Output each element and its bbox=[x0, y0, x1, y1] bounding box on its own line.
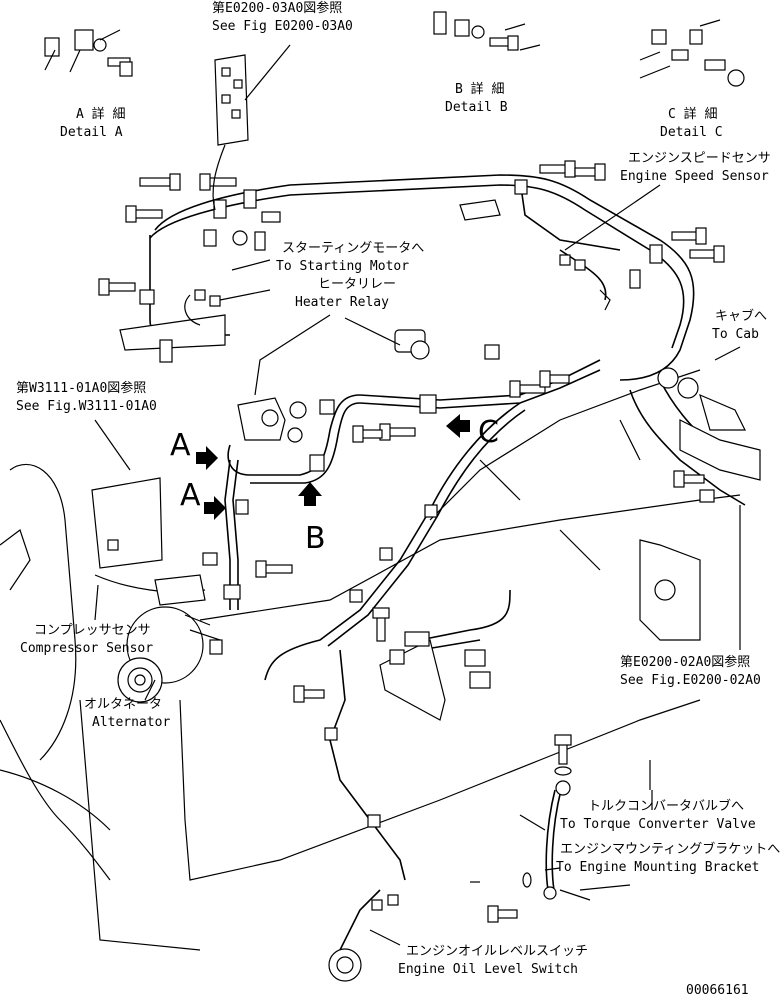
see-e0200-03a0-en-label: See Fig E0200-03A0 bbox=[212, 19, 353, 34]
harness-clamps bbox=[139, 179, 715, 828]
diagram-labels: A 詳 細 Detail A 第E0200-03A0図参照 See Fig E0… bbox=[16, 0, 780, 998]
view-letter-a1: A bbox=[170, 428, 191, 463]
view-letter-b: B bbox=[305, 521, 326, 556]
bolts bbox=[98, 160, 725, 923]
to-cab-en-label: To Cab bbox=[712, 327, 759, 342]
bolt-icon bbox=[199, 173, 237, 191]
bolt-icon bbox=[125, 205, 163, 223]
bolt-icon bbox=[487, 905, 518, 923]
view-letter-c: C bbox=[478, 415, 499, 450]
bolt-icon bbox=[293, 685, 325, 703]
view-arrows bbox=[196, 414, 470, 520]
see-e0200-02a0-jp-label: 第E0200-02A0図参照 bbox=[620, 654, 750, 670]
engine-mounting-jp-label: エンジンマウンティングブラケットへ bbox=[560, 841, 780, 857]
detail-a-assembly bbox=[44, 29, 133, 77]
see-w3111-en-label: See Fig.W3111-01A0 bbox=[16, 399, 157, 414]
view-arrow-a1 bbox=[196, 446, 218, 470]
compressor-sensor-jp-label: コンプレッサセンサ bbox=[34, 623, 151, 638]
bolt-icon bbox=[689, 245, 725, 263]
leader-lines bbox=[94, 44, 741, 946]
alternator-jp-label: オルタネータ bbox=[84, 697, 162, 712]
oil-level-switch-jp-label: エンジンオイルレベルスイッチ bbox=[406, 944, 588, 959]
view-arrow-a2 bbox=[204, 496, 226, 520]
engine-speed-sensor-jp-label: エンジンスピードセンサ bbox=[628, 151, 771, 166]
detail-b-en-label: Detail B bbox=[445, 100, 508, 115]
starting-motor-jp-label: スターティングモータへ bbox=[282, 241, 424, 256]
alternator-en-label: Alternator bbox=[92, 715, 170, 730]
see-e0200-03a0-jp-label: 第E0200-03A0図参照 bbox=[212, 0, 342, 16]
compressor-sensor-en-label: Compressor Sensor bbox=[20, 641, 153, 656]
main-harness bbox=[149, 174, 746, 951]
bolt-icon bbox=[574, 163, 606, 181]
see-w3111-jp-label: 第W3111-01A0図参照 bbox=[16, 380, 146, 396]
detail-c-assembly bbox=[639, 19, 745, 87]
to-cab-jp-label: キャブへ bbox=[715, 308, 767, 324]
view-arrow-b bbox=[298, 482, 322, 506]
bolt-icon bbox=[554, 734, 572, 765]
starting-motor-en-label: To Starting Motor bbox=[276, 259, 409, 274]
bolt-icon bbox=[509, 380, 546, 398]
view-arrow-c bbox=[446, 414, 470, 438]
engine-mounting-en-label: To Engine Mounting Bracket bbox=[556, 860, 760, 875]
see-e0200-02a0-en-label: See Fig.E0200-02A0 bbox=[620, 673, 761, 688]
bolt-icon bbox=[539, 160, 576, 178]
engine-speed-sensor-en-label: Engine Speed Sensor bbox=[620, 169, 769, 184]
torque-converter-jp-label: トルクコンバータバルブへ bbox=[588, 798, 744, 814]
bolt-icon bbox=[139, 173, 181, 191]
component-details bbox=[91, 54, 761, 982]
detail-b-jp-label: B 詳 細 bbox=[455, 81, 504, 97]
detail-a-jp-label: A 詳 細 bbox=[76, 106, 125, 122]
bolt-icon bbox=[352, 425, 383, 443]
detail-a-en-label: Detail A bbox=[60, 125, 123, 140]
bolt-icon bbox=[539, 370, 570, 388]
torque-converter-en-label: To Torque Converter Valve bbox=[560, 817, 756, 832]
drawing-number: 00066161 bbox=[686, 983, 749, 998]
bolt-icon bbox=[673, 470, 705, 488]
bolt-icon bbox=[379, 423, 416, 441]
heater-relay-jp-label: ヒータリレー bbox=[318, 277, 396, 292]
oil-level-switch-en-label: Engine Oil Level Switch bbox=[398, 962, 578, 977]
detail-c-jp-label: C 詳 細 bbox=[668, 106, 717, 122]
bolt-icon bbox=[372, 607, 390, 642]
engine-block-outline bbox=[0, 369, 741, 951]
bolt-icon bbox=[255, 560, 293, 578]
view-letter-a2: A bbox=[180, 478, 201, 513]
bolt-icon bbox=[98, 278, 136, 296]
heater-relay-en-label: Heater Relay bbox=[295, 295, 389, 310]
detail-b-assembly bbox=[433, 11, 541, 51]
detail-c-en-label: Detail C bbox=[660, 125, 723, 140]
bolt-icon bbox=[671, 227, 707, 245]
